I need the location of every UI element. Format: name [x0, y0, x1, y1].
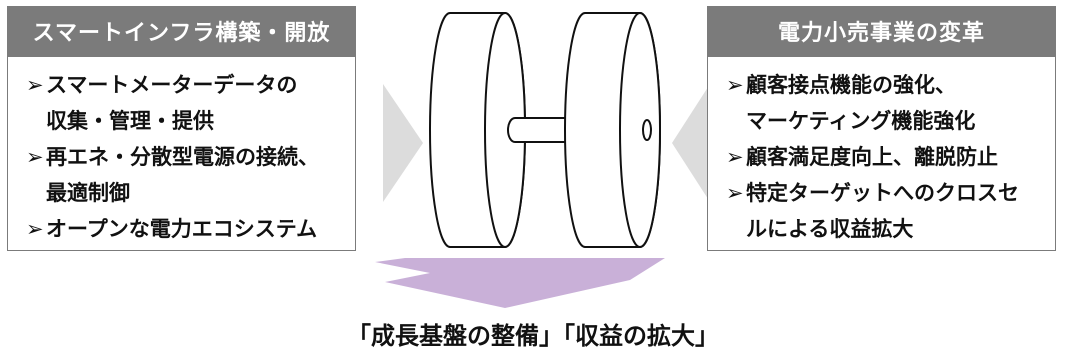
- down-arrow-icon: [375, 258, 665, 308]
- left-item-2: ➢再エネ・分散型電源の接続、 最適制御: [26, 139, 339, 211]
- right-panel: 電力小売事業の変革 ➢顧客接点機能の強化、 マーケティング機能強化 ➢顧客満足度…: [707, 6, 1056, 251]
- left-item-2-line2: 最適制御: [46, 181, 130, 205]
- left-item-2-line1: 再エネ・分散型電源の接続、: [46, 145, 319, 169]
- right-item-1-line2: マーケティング機能強化: [746, 109, 976, 133]
- arrow-bullet-icon: ➢: [26, 73, 44, 97]
- left-item-3: ➢オープンな電力エコシステム: [26, 211, 339, 247]
- right-panel-title: 電力小売事業の変革: [707, 6, 1056, 56]
- left-wheel-icon: [429, 12, 526, 248]
- right-item-3-line1: 特定ターゲットへのクロスセ: [746, 181, 1019, 205]
- dumbbell-icon: [429, 12, 661, 248]
- right-wheel-icon: [564, 12, 661, 248]
- left-panel-body: ➢スマートメーターデータの 収集・管理・提供 ➢再エネ・分散型電源の接続、 最適…: [7, 56, 356, 251]
- arrow-bullet-icon: ➢: [726, 145, 744, 169]
- left-panel: スマートインフラ構築・開放 ➢スマートメーターデータの 収集・管理・提供 ➢再エ…: [7, 6, 356, 251]
- right-item-1: ➢顧客接点機能の強化、 マーケティング機能強化: [726, 67, 1039, 139]
- left-item-3-line1: オープンな電力エコシステム: [46, 217, 318, 241]
- left-panel-title: スマートインフラ構築・開放: [7, 6, 356, 56]
- left-connector-triangle: [383, 84, 423, 202]
- right-item-1-line1: 顧客接点機能の強化、: [746, 73, 956, 97]
- arrow-bullet-icon: ➢: [726, 73, 744, 97]
- right-item-3-line2: ルによる収益拡大: [746, 217, 914, 241]
- left-item-1-line2: 収集・管理・提供: [46, 109, 214, 133]
- right-connector-triangle: [672, 84, 710, 202]
- arrow-bullet-icon: ➢: [26, 145, 44, 169]
- arrow-bullet-icon: ➢: [726, 181, 744, 205]
- left-item-1: ➢スマートメーターデータの 収集・管理・提供: [26, 67, 339, 139]
- left-item-1-line1: スマートメーターデータの: [46, 73, 298, 97]
- result-caption: 「成長基盤の整備」「収益の拡大」: [347, 322, 719, 350]
- right-panel-body: ➢顧客接点機能の強化、 マーケティング機能強化 ➢顧客満足度向上、離脱防止 ➢特…: [707, 56, 1056, 251]
- axle-icon: [507, 117, 574, 143]
- right-item-2-line1: 顧客満足度向上、離脱防止: [746, 145, 998, 169]
- right-item-2: ➢顧客満足度向上、離脱防止: [726, 139, 1039, 175]
- right-item-3: ➢特定ターゲットへのクロスセ ルによる収益拡大: [726, 175, 1039, 247]
- arrow-bullet-icon: ➢: [26, 217, 44, 241]
